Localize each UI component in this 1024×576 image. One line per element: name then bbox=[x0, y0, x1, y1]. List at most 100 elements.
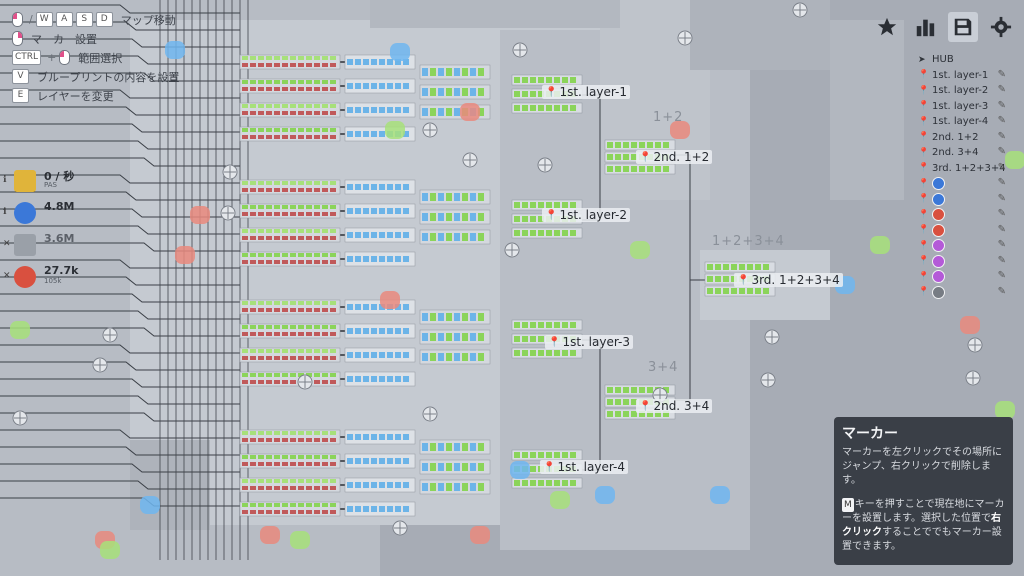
machine-cell bbox=[554, 480, 560, 486]
marker-list-item[interactable]: 📍1st. layer-1✎ bbox=[906, 68, 1018, 84]
machine-cell bbox=[395, 256, 401, 262]
info-icon[interactable]: ℹ bbox=[3, 175, 7, 185]
edit-pencil-icon[interactable]: ✎ bbox=[997, 208, 1006, 219]
machine-cell bbox=[395, 304, 401, 310]
map-marker-2nd-1-2[interactable]: 📍2nd. 1+2 bbox=[636, 150, 713, 164]
edit-pencil-icon[interactable]: ✎ bbox=[997, 146, 1006, 157]
machine-cell bbox=[562, 202, 568, 208]
edit-pencil-icon[interactable]: ✎ bbox=[997, 239, 1006, 250]
mouse-left-icon bbox=[12, 12, 23, 27]
machine-cell bbox=[250, 301, 256, 305]
machine-cell bbox=[387, 232, 393, 238]
marker-list-item[interactable]: 📍✎ bbox=[906, 207, 1018, 223]
marker-list-item[interactable]: 📍2nd. 1+2✎ bbox=[906, 130, 1018, 146]
marker-list-item[interactable]: 📍1st. layer-3✎ bbox=[906, 99, 1018, 115]
machine-cell bbox=[755, 264, 761, 270]
map-marker-3rd[interactable]: 📍3rd. 1+2+3+4 bbox=[734, 273, 843, 287]
marker-list-item[interactable]: 📍1st. layer-4✎ bbox=[906, 114, 1018, 130]
machine-cell bbox=[663, 411, 669, 417]
marker-list-item[interactable]: ➤HUB bbox=[906, 52, 1018, 68]
statistics-button[interactable] bbox=[910, 12, 940, 42]
marker-list-item[interactable]: 📍✎ bbox=[906, 238, 1018, 254]
marker-list-item[interactable]: 📍2nd. 3+4✎ bbox=[906, 145, 1018, 161]
edit-pencil-icon[interactable]: ✎ bbox=[997, 285, 1006, 297]
edit-pencil-icon[interactable]: ✎ bbox=[997, 99, 1006, 111]
machine-cell bbox=[387, 352, 393, 358]
machine-cell bbox=[330, 236, 336, 240]
stat-row[interactable]: ✕ 27.7k 105k bbox=[2, 261, 122, 293]
machine-cell bbox=[647, 142, 653, 148]
machine-cell bbox=[387, 376, 393, 382]
resource-patch bbox=[460, 103, 480, 121]
save-button[interactable] bbox=[948, 12, 978, 42]
marker-list-item[interactable]: 📍✎ bbox=[906, 176, 1018, 192]
belt-line bbox=[0, 327, 240, 337]
shape-icon bbox=[932, 223, 945, 237]
favorites-button[interactable] bbox=[872, 12, 902, 42]
marker-list-item[interactable]: 📍1st. layer-2✎ bbox=[906, 83, 1018, 99]
stat-row[interactable]: ✕ 3.6M bbox=[2, 229, 122, 261]
edit-pencil-icon[interactable]: ✎ bbox=[997, 68, 1006, 80]
close-icon[interactable]: ✕ bbox=[3, 239, 11, 249]
map-marker-2nd-3-4[interactable]: 📍2nd. 3+4 bbox=[636, 399, 713, 413]
resource-patch bbox=[260, 526, 280, 544]
resource-patch bbox=[175, 246, 195, 264]
map-marker-layer-2[interactable]: 📍1st. layer-2 bbox=[542, 208, 630, 222]
map-marker-layer-3[interactable]: 📍1st. layer-3 bbox=[545, 335, 633, 349]
machine-cell bbox=[570, 480, 576, 486]
machine-cell bbox=[266, 111, 272, 115]
stat-row[interactable]: ℹ 0 / 秒 PAS bbox=[2, 165, 122, 197]
machine-cell bbox=[330, 325, 336, 329]
marker-list-item[interactable]: 📍✎ bbox=[906, 192, 1018, 208]
close-icon[interactable]: ✕ bbox=[3, 271, 11, 281]
marker-list-item[interactable]: 📍✎ bbox=[906, 285, 1018, 301]
edit-pencil-icon[interactable]: ✎ bbox=[997, 84, 1006, 95]
edit-pencil-icon[interactable]: ✎ bbox=[997, 223, 1006, 235]
machine-cell bbox=[322, 135, 328, 139]
machine-cell bbox=[363, 184, 369, 190]
machine-cell bbox=[322, 438, 328, 442]
edit-pencil-icon[interactable]: ✎ bbox=[997, 192, 1006, 204]
edit-pencil-icon[interactable]: ✎ bbox=[997, 254, 1006, 266]
machine-cell bbox=[258, 486, 264, 490]
info-icon[interactable]: ℹ bbox=[3, 207, 7, 217]
settings-button[interactable] bbox=[986, 12, 1016, 42]
machine-cell bbox=[478, 333, 484, 341]
map-marker-layer-4[interactable]: 📍1st. layer-4 bbox=[540, 460, 628, 474]
machine-cell bbox=[387, 208, 393, 214]
map-marker-layer-1[interactable]: 📍1st. layer-1 bbox=[542, 85, 630, 99]
machine-cell bbox=[446, 353, 452, 361]
key-m: M bbox=[842, 498, 854, 512]
machine-cell bbox=[258, 260, 264, 264]
machine-cell bbox=[298, 462, 304, 466]
stat-row[interactable]: ℹ 4.8M bbox=[2, 197, 122, 229]
edit-pencil-icon[interactable]: ✎ bbox=[997, 177, 1006, 188]
machine-cell bbox=[530, 466, 536, 472]
machine-cell bbox=[379, 59, 385, 65]
map-pin-icon: 📍 bbox=[545, 209, 558, 221]
machine-cell bbox=[242, 236, 248, 240]
machine-cell bbox=[454, 68, 460, 76]
marker-list-item[interactable]: 📍✎ bbox=[906, 223, 1018, 239]
machine-cell bbox=[522, 230, 528, 236]
edit-pencil-icon[interactable]: ✎ bbox=[997, 270, 1006, 281]
machine-cell bbox=[258, 229, 264, 233]
key-ctrl: CTRL bbox=[12, 50, 42, 65]
machine-cell bbox=[462, 88, 468, 96]
edit-pencil-icon[interactable]: ✎ bbox=[997, 161, 1006, 173]
machine-cell bbox=[298, 438, 304, 442]
machine-cell bbox=[663, 166, 669, 172]
machine-cell bbox=[274, 431, 280, 435]
machine-cell bbox=[395, 59, 401, 65]
edit-pencil-icon[interactable]: ✎ bbox=[997, 130, 1006, 142]
marker-list-item[interactable]: 📍✎ bbox=[906, 254, 1018, 270]
marker-list-item[interactable]: 📍3rd. 1+2+3+4✎ bbox=[906, 161, 1018, 177]
machine-cell bbox=[282, 332, 288, 336]
marker-list-item[interactable]: 📍✎ bbox=[906, 269, 1018, 285]
marker-list-label: HUB bbox=[932, 54, 954, 66]
machine-cell bbox=[314, 325, 320, 329]
machine-cell bbox=[298, 510, 304, 514]
edit-pencil-icon[interactable]: ✎ bbox=[997, 115, 1006, 126]
